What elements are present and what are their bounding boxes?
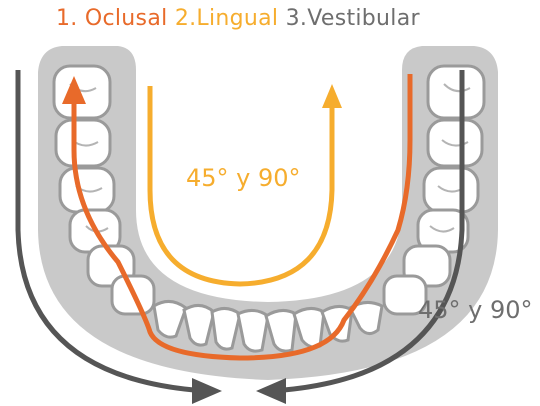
tooth: [428, 120, 482, 166]
lingual-arrowhead: [322, 84, 342, 108]
tooth: [428, 66, 484, 118]
tooth: [54, 66, 110, 118]
vestibular-arrowhead-left: [192, 378, 222, 404]
tooth: [60, 168, 114, 212]
vestibular-arrowhead-right: [256, 378, 286, 404]
vestibular-angle-label: 45° y 90°: [418, 296, 533, 324]
lingual-angle-label: 45° y 90°: [186, 164, 301, 192]
tooth: [424, 168, 478, 212]
tooth: [56, 120, 110, 166]
